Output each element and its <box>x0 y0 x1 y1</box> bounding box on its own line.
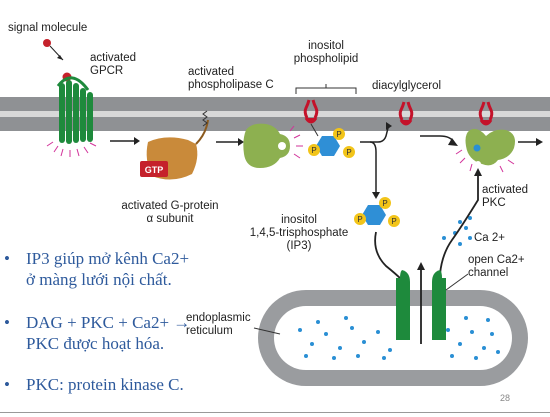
inositol-phospholipid-icon <box>303 99 319 137</box>
phosphate-label: P <box>336 130 341 139</box>
arrow-gprotein <box>110 137 140 145</box>
arrow-to-plc <box>216 138 244 146</box>
signal-molecule-icon <box>43 39 72 82</box>
arrow-ca-to-pkc <box>439 168 482 275</box>
gtp-text: GTP <box>145 165 164 175</box>
label-diacylglycerol: diacylglycerol <box>372 80 442 92</box>
phospholipid-bracket <box>295 84 357 94</box>
er-leader-line <box>253 327 281 335</box>
pkc-icon <box>465 101 515 167</box>
arrow-to-ip3 <box>369 141 380 199</box>
diacylglycerol-icon <box>398 101 414 126</box>
label-open-channel: open Ca2+channel <box>468 254 525 279</box>
arrow-dag-to-pkc <box>420 135 458 146</box>
gtp-badge: GTP <box>140 161 168 177</box>
bullet-item: •PKC: protein kinase C. <box>4 375 184 394</box>
phospholipase-c-icon <box>243 123 290 168</box>
phosphate-label: P <box>382 199 387 208</box>
pkc-activation-ticks <box>455 149 515 173</box>
calcium-channel-icon <box>396 262 446 344</box>
arrow-pkc-out <box>518 138 543 146</box>
bullet-item: •IP3 giúp mở kênh Ca2+ ở màng lưới nội c… <box>4 249 190 289</box>
phosphate-label: P <box>311 146 316 155</box>
label-ca: Ca 2+ <box>474 232 506 244</box>
plasma-membrane <box>0 97 550 131</box>
phosphate-label: P <box>357 215 362 224</box>
plc-activation-ticks <box>289 125 303 159</box>
cytosol-calcium-ions <box>442 216 472 246</box>
er-calcium-ions <box>298 316 500 360</box>
bullet-item: •DAG + PKC + Ca2+ → PKC được hoạt hóa. <box>4 313 191 353</box>
phosphate-label: P <box>346 148 351 157</box>
channel-leader-line <box>445 273 469 291</box>
label-signal-molecule: signal molecule <box>8 22 88 34</box>
bottom-rule <box>0 412 550 413</box>
phosphate-label: P <box>391 217 396 226</box>
ip3-membrane-icon: P P P <box>308 128 355 158</box>
ip3-free-icon: P P P <box>354 197 400 227</box>
arrow-to-dag <box>360 122 392 143</box>
gpcr-receptor-icon <box>56 76 93 144</box>
gpcr-activation-ticks <box>46 141 97 157</box>
page-number: 28 <box>499 393 510 403</box>
endoplasmic-reticulum <box>258 290 528 386</box>
